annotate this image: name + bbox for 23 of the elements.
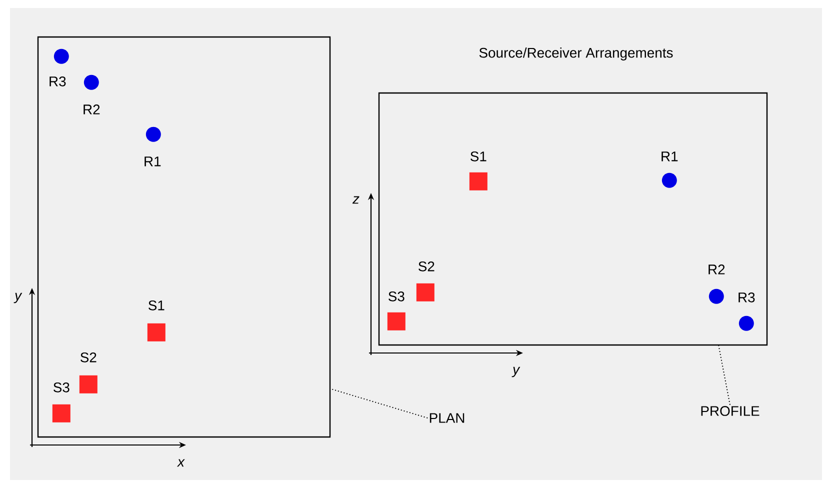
marker-label: S1 bbox=[148, 300, 164, 310]
axis-label: y bbox=[512, 366, 520, 378]
marker-label: R1 bbox=[144, 156, 161, 166]
marker-label: S2 bbox=[418, 261, 434, 272]
leader-line bbox=[330, 388, 428, 418]
axis-label: x bbox=[176, 459, 185, 467]
marker-label: S2 bbox=[80, 352, 96, 362]
marker-label: R2 bbox=[84, 104, 100, 114]
axis-label: y bbox=[14, 292, 22, 304]
marker-label: R3 bbox=[50, 76, 66, 86]
marker-label: R3 bbox=[738, 292, 755, 302]
axis-label: z bbox=[352, 196, 360, 204]
marker-label: S1 bbox=[470, 151, 486, 162]
marker-label: R1 bbox=[662, 152, 678, 162]
diagram-frame bbox=[37, 36, 331, 438]
leader-line bbox=[718, 345, 730, 406]
marker-label: S3 bbox=[54, 382, 70, 392]
marker-label: S3 bbox=[388, 291, 404, 302]
view-label: PLAN bbox=[430, 413, 464, 423]
diagram-frame bbox=[378, 92, 768, 346]
marker-label: R2 bbox=[708, 264, 725, 274]
title: Source/Receiver Arrangements bbox=[479, 48, 673, 60]
view-label: PROFILE bbox=[701, 406, 760, 416]
